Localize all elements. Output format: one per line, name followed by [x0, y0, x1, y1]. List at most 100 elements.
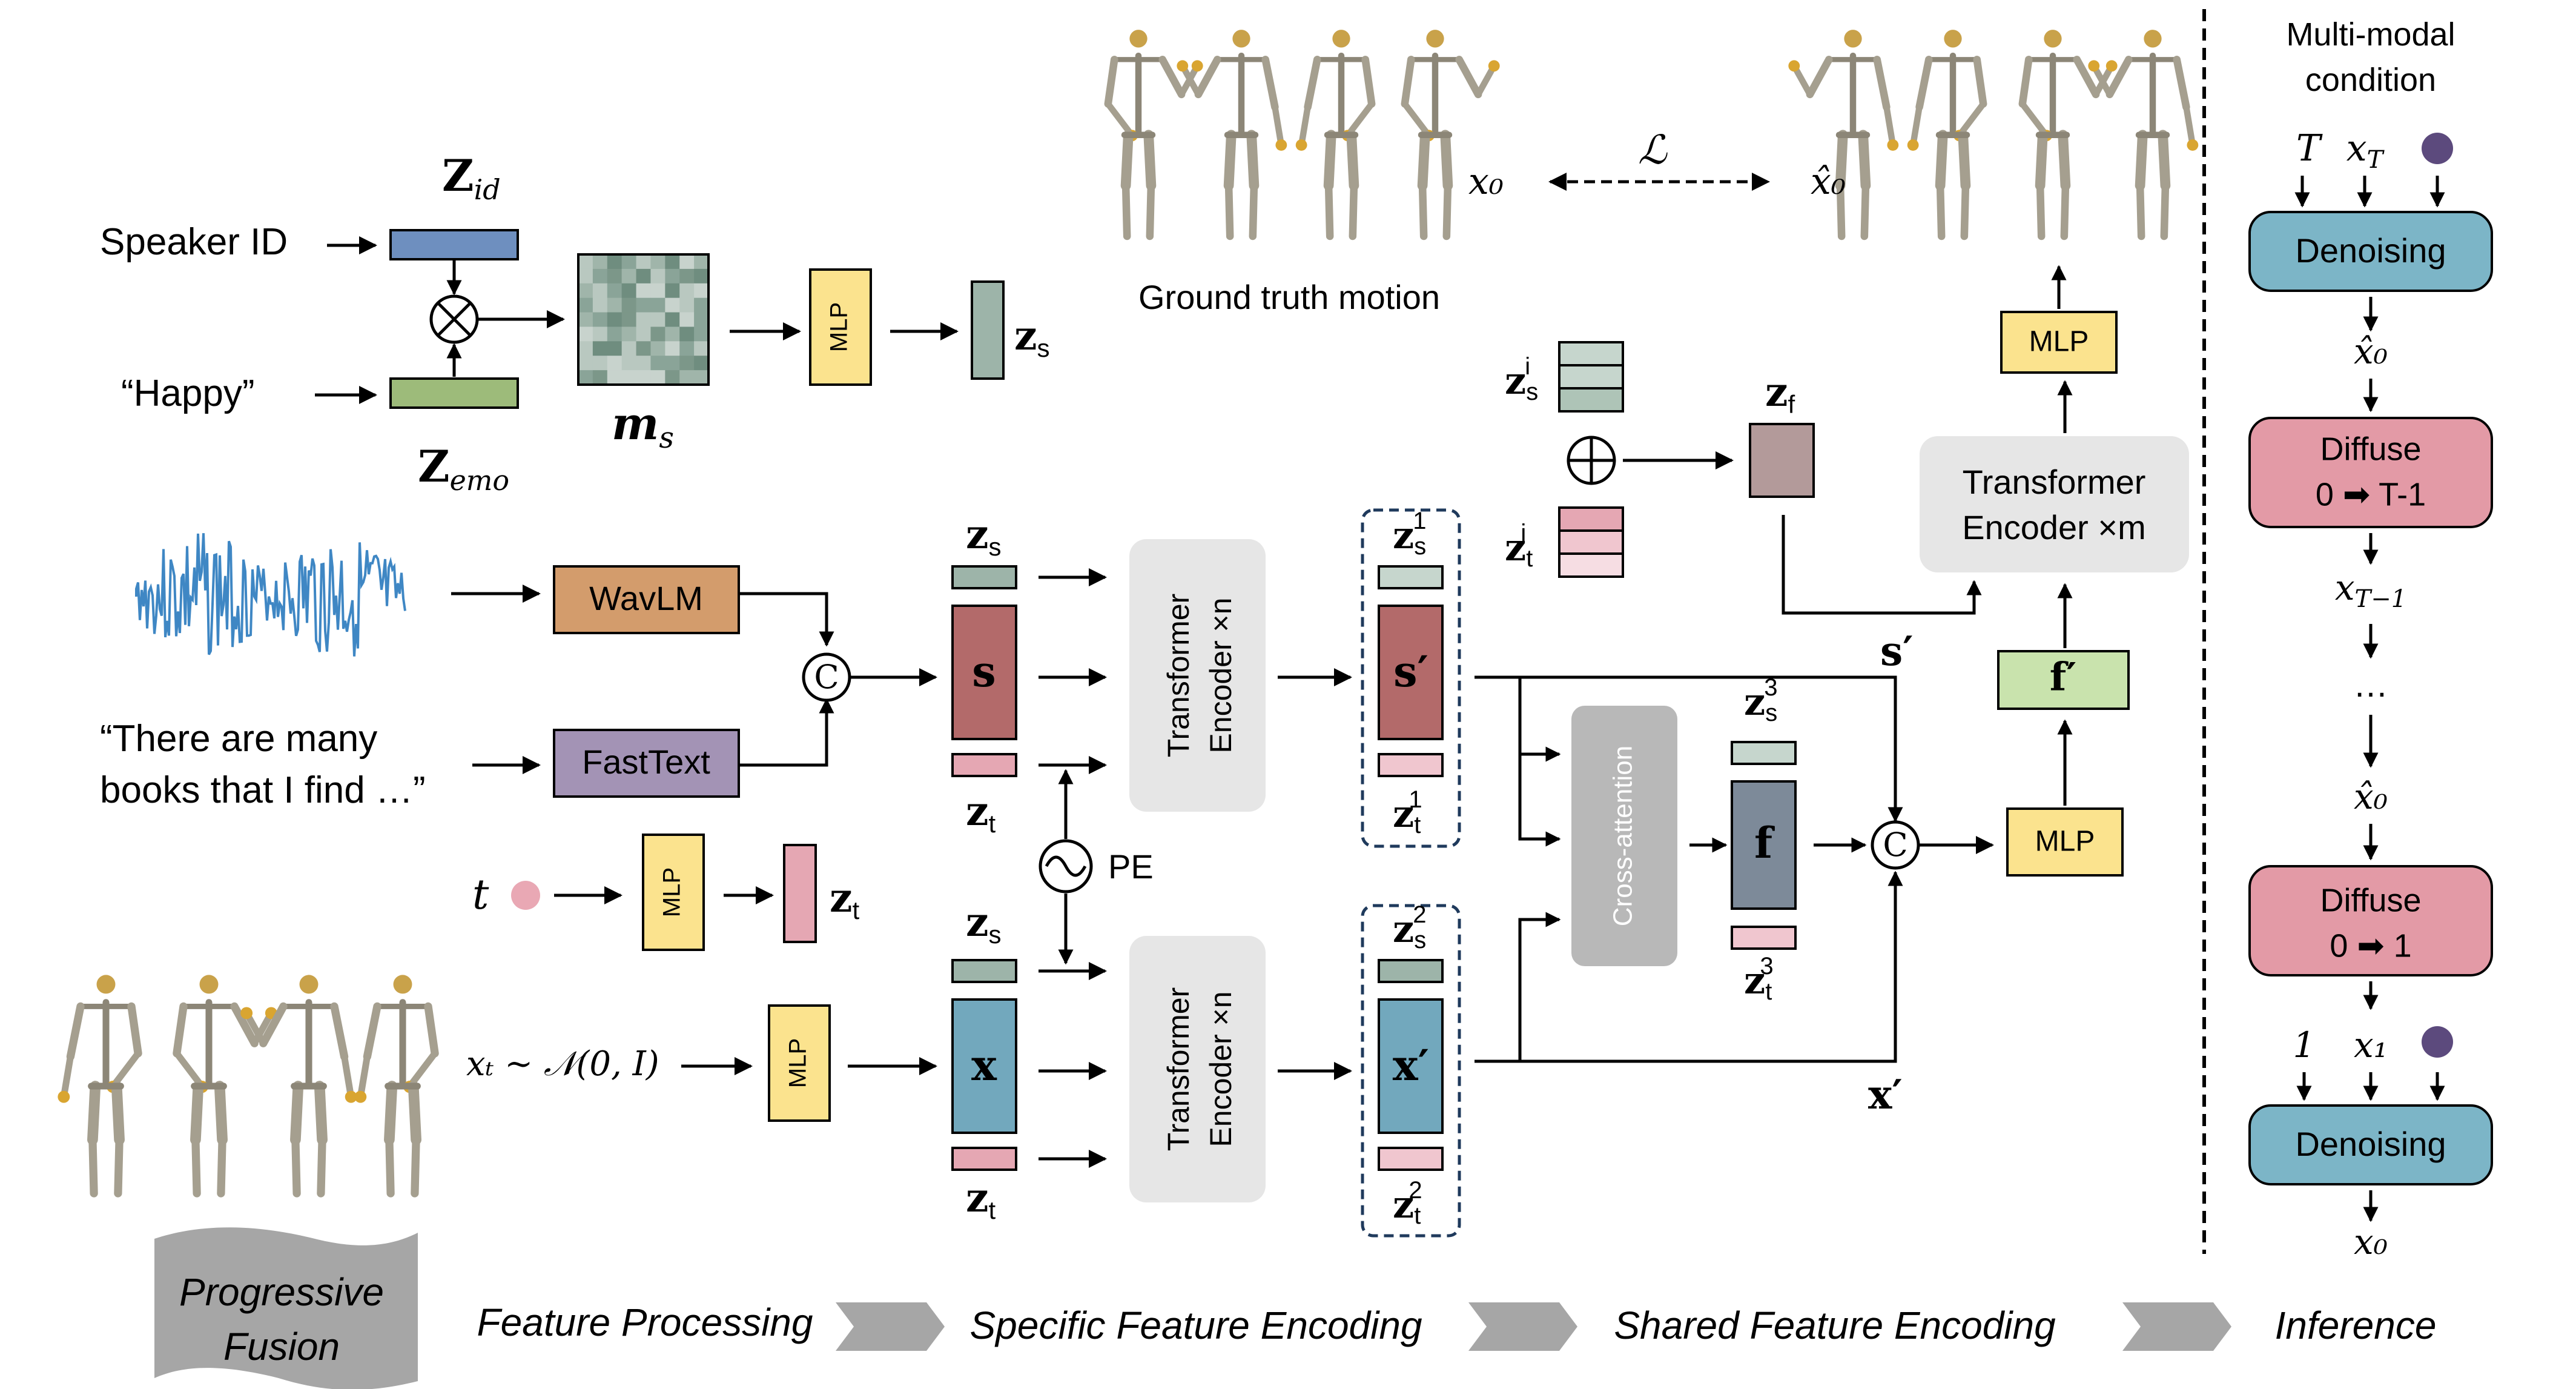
- x-prime-route-label: x′: [1868, 1071, 1903, 1118]
- matrix-cell: [621, 370, 637, 385]
- svg-text:0 ➡ T-1: 0 ➡ T-1: [2316, 476, 2426, 512]
- matrix-cell: [694, 268, 709, 284]
- matrix-cell: [665, 297, 680, 313]
- figure-thigh: [2158, 130, 2171, 191]
- figure-upper-arm: [2018, 56, 2033, 108]
- figure-upper-arm: [2173, 56, 2190, 111]
- z-si-stack: [1558, 341, 1624, 413]
- figure-hand: [2187, 139, 2199, 151]
- noise-input-label: xₜ ~ 𝒩(0, I): [466, 1044, 659, 1084]
- svg-text:WavLM: WavLM: [589, 579, 703, 617]
- svg-text:Encoder ×n: Encoder ×n: [1204, 991, 1238, 1147]
- matrix-cell: [679, 254, 695, 270]
- fasttext-block: [553, 729, 740, 798]
- figure-thigh: [111, 1081, 125, 1145]
- figure-head: [393, 975, 412, 994]
- one-label: 1: [2293, 1024, 2316, 1066]
- audio-waveform: [135, 533, 406, 657]
- timestep-dot-icon: [511, 881, 540, 910]
- figure-head: [1944, 30, 1962, 48]
- z-s1-label: zs1: [1393, 508, 1426, 560]
- figure-head: [2044, 30, 2062, 48]
- figure-upper-arm: [1304, 56, 1321, 111]
- matrix-cell: [636, 327, 651, 342]
- matrix-cell: [679, 356, 695, 371]
- svg-text:condition: condition: [2305, 62, 2436, 98]
- figure-upper-arm: [1401, 56, 1415, 108]
- z-t1-token: [1378, 753, 1444, 777]
- mlp-output-block: [2000, 311, 2118, 374]
- x-feature-block: [951, 998, 1017, 1134]
- mlp-noise-block: [768, 1004, 831, 1122]
- matrix-cell: [578, 312, 593, 327]
- figure-upper-arm: [1261, 56, 1279, 111]
- condition-dot-icon-2: [2422, 1026, 2453, 1058]
- svg-text:…: …: [2353, 665, 2388, 704]
- loss-symbol: ℒ: [1638, 127, 1668, 173]
- figure-shin: [2036, 182, 2046, 240]
- z-t-label-s: zt: [966, 787, 996, 838]
- identity-emotion-branch: Speaker ID “Happy” Zid Zemo ms MLP zs: [100, 150, 1049, 497]
- svg-text:Multi-modal: Multi-modal: [2286, 16, 2455, 53]
- matrix-cell: [592, 341, 608, 356]
- matrix-cell: [636, 297, 651, 313]
- figure-hand: [2105, 60, 2118, 72]
- svg-text:MLP: MLP: [2029, 326, 2089, 358]
- matrix-cell: [679, 297, 695, 313]
- svg-text:x₀: x₀: [2354, 1221, 2388, 1262]
- figure-forearm: [1909, 104, 1923, 148]
- z-t-vector: [783, 844, 817, 943]
- figure-upper-arm: [330, 1002, 349, 1061]
- z-t1-label: zt1: [1393, 786, 1422, 838]
- svg-text:Progressive: Progressive: [179, 1270, 384, 1314]
- m-s-symbol: ms: [612, 398, 674, 455]
- noise-branch: xₜ ~ 𝒩(0, I) MLP: [58, 975, 937, 1198]
- ground-truth-caption: Ground truth motion: [1138, 278, 1440, 316]
- matrix-cell: [621, 297, 637, 313]
- svg-text:s: s: [972, 646, 996, 697]
- figure-hand: [1275, 139, 1287, 151]
- figure-upper-arm: [2105, 56, 2133, 99]
- matrix-cell: [665, 283, 680, 299]
- figure-thigh: [1323, 130, 1336, 191]
- matrix-cell: [578, 356, 593, 371]
- figure-hand: [1788, 60, 1800, 72]
- figure-upper-arm: [1873, 56, 1891, 111]
- diffuse-block-2: [2248, 865, 2493, 976]
- figure-upper-arm: [259, 1002, 288, 1047]
- figure-head: [1129, 30, 1148, 48]
- matrix-cell: [592, 283, 608, 299]
- matrix-cell: [636, 356, 651, 371]
- matrix-cell: [650, 356, 665, 371]
- figure-hand: [1887, 139, 1899, 151]
- figure-upper-arm: [1361, 56, 1376, 108]
- matrix-cell: [694, 283, 709, 299]
- matrix-cell: [636, 268, 651, 284]
- figure-upper-arm: [127, 1002, 142, 1058]
- z-t2-label: zt2: [1393, 1177, 1422, 1229]
- matrix-cell: [694, 327, 709, 342]
- figure-upper-arm: [1158, 56, 1186, 99]
- figure-head: [96, 975, 116, 994]
- figure-shin: [217, 1135, 226, 1198]
- x1-label: x₁: [2354, 1024, 2388, 1066]
- z-s1-token: [1378, 565, 1444, 589]
- figure-thigh: [1835, 130, 1848, 191]
- figure-shin: [1936, 182, 1946, 240]
- matrix-cell: [650, 327, 665, 342]
- figure-hand: [1295, 139, 1307, 151]
- svg-text:FastText: FastText: [582, 743, 710, 781]
- x0-label: x₀: [1468, 161, 1504, 203]
- diffuse-block-1: [2248, 417, 2493, 528]
- svg-text:MLP: MLP: [2035, 826, 2095, 858]
- matrix-cell: [650, 341, 665, 356]
- figure-shin: [1860, 182, 1870, 240]
- z-s-label-s: zs: [966, 511, 1001, 561]
- specific-encoder-s: zs s zt Transformer Encoder ×n zs1 s′ zt…: [951, 508, 1461, 848]
- figure-thigh: [1143, 130, 1157, 191]
- figure-hand: [1488, 60, 1500, 72]
- matrix-cell: [679, 312, 695, 327]
- figure-shin: [1349, 182, 1358, 240]
- svg-text:C: C: [814, 658, 839, 696]
- z-f-label: zf: [1765, 368, 1795, 419]
